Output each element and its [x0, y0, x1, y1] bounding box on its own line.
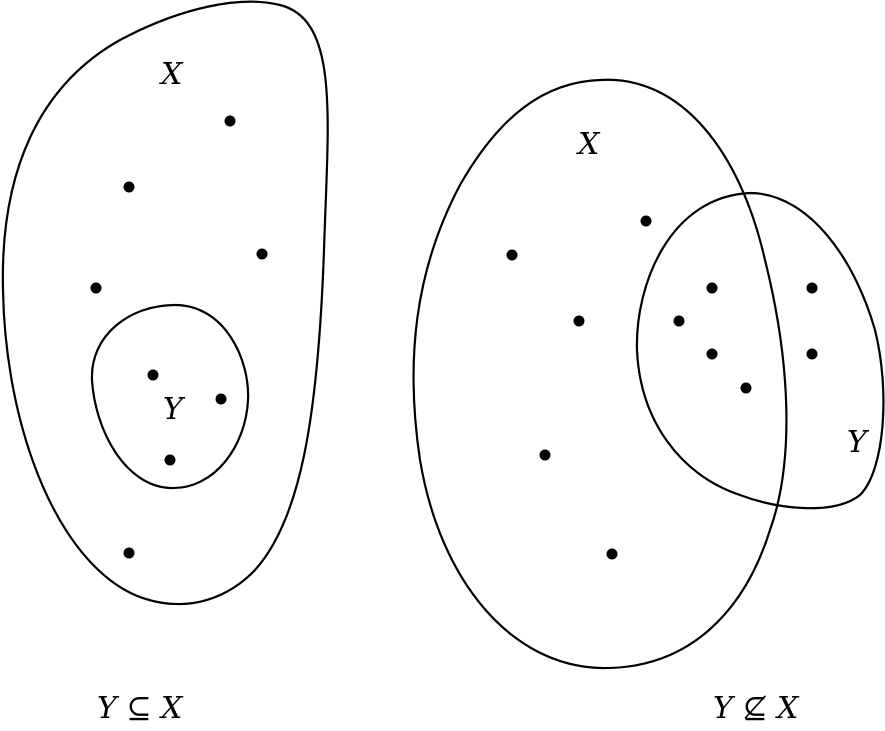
left-set-x-outline [1, 0, 329, 606]
left-set-y-label: Y [163, 392, 183, 427]
point [164, 454, 176, 466]
not-subset-symbol: ⊈ [742, 691, 768, 726]
right-set-x-label: X [578, 127, 600, 162]
caption-left-operand: Y [97, 691, 117, 726]
point [215, 393, 227, 405]
point [673, 315, 685, 327]
caption-left-operand: Y [713, 691, 733, 726]
left-points [90, 115, 268, 559]
left-set-y-outline [90, 303, 250, 490]
left-set-x-label: X [161, 57, 183, 92]
point [573, 315, 585, 327]
caption-right-operand: X [777, 691, 799, 726]
left-caption: Y ⊆ X [97, 694, 182, 724]
point [147, 369, 159, 381]
point [740, 382, 752, 394]
point [706, 282, 718, 294]
subset-symbol: ⊆ [126, 691, 152, 726]
point [123, 181, 135, 193]
right-set-y-label: Y [847, 425, 867, 460]
point [806, 282, 818, 294]
point [806, 348, 818, 360]
point [256, 248, 268, 260]
right-points [506, 215, 818, 560]
right-set-y-outline [635, 191, 885, 510]
point [224, 115, 236, 127]
point [606, 548, 618, 560]
point [506, 249, 518, 261]
point [123, 547, 135, 559]
point [706, 348, 718, 360]
point [539, 449, 551, 461]
caption-right-operand: X [161, 691, 183, 726]
point [640, 215, 652, 227]
right-set-x-outline [412, 78, 788, 670]
point [90, 282, 102, 294]
right-caption: Y ⊈ X [713, 694, 798, 724]
